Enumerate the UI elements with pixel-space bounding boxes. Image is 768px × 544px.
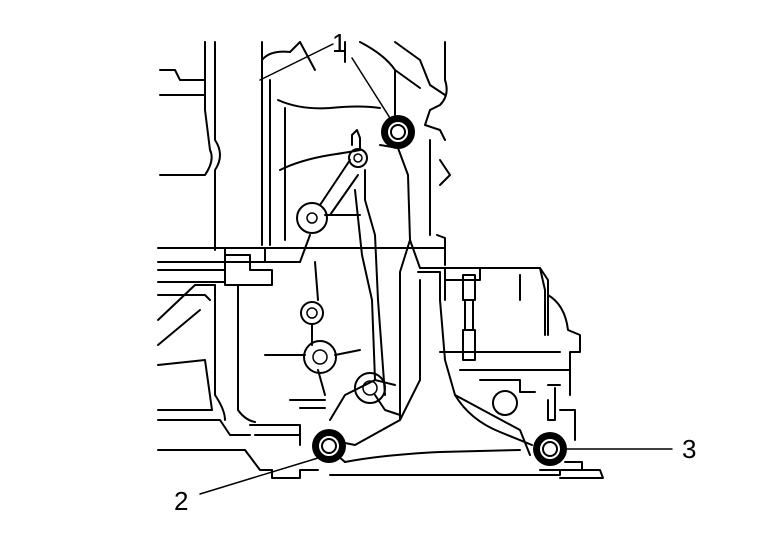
bolt-2 bbox=[312, 429, 346, 463]
bolt-1 bbox=[381, 115, 415, 149]
linkage-parts bbox=[264, 129, 561, 416]
housing-outline bbox=[157, 41, 604, 479]
mount-bracket bbox=[324, 144, 533, 463]
callout-2-label: 2 bbox=[174, 486, 188, 516]
callout-1-leader bbox=[351, 57, 391, 119]
callout-leaders bbox=[199, 43, 673, 495]
bolt-3 bbox=[533, 432, 567, 466]
callout-2-leader bbox=[199, 457, 319, 495]
callout-1-leader-left bbox=[259, 43, 334, 81]
callout-1-label: 1 bbox=[332, 28, 346, 58]
callout-3-label: 3 bbox=[682, 434, 696, 464]
